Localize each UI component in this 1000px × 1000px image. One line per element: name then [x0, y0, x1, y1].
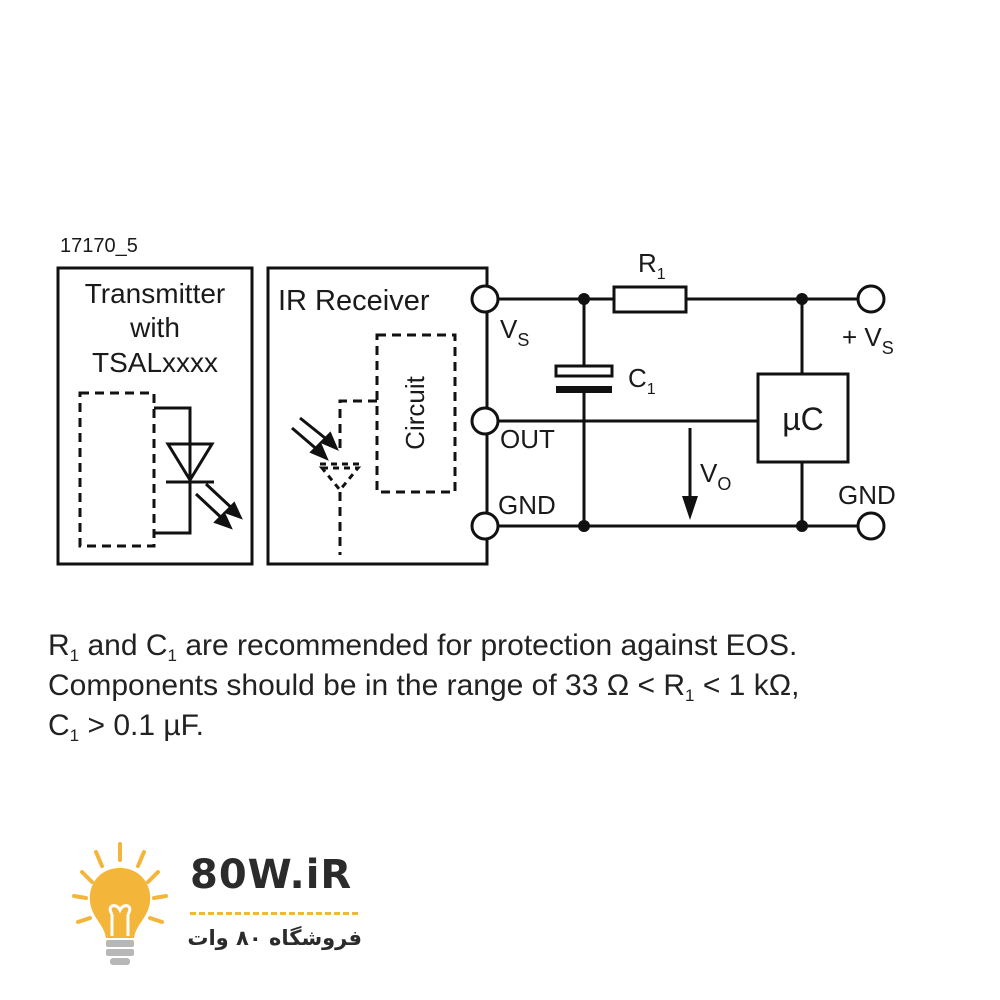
terminal-supply [856, 284, 886, 314]
junction-dots [578, 293, 808, 532]
capacitor-c1-plate-top [554, 364, 614, 378]
note-c1-min: C [48, 709, 70, 742]
pin-vs-label: VS [500, 314, 529, 350]
transmitter-label-line3: TSALxxxx [92, 347, 218, 378]
note-c1-sub: 1 [167, 646, 177, 665]
protection-note: R1 and C1 are recommended for protection… [48, 626, 978, 746]
lightbulb-icon [72, 842, 168, 965]
resistor-r1 [612, 285, 688, 314]
note-range-end: < 1 kΩ, [694, 669, 800, 702]
pin-gnd [470, 511, 500, 541]
receiver-title: IR Receiver [278, 285, 430, 317]
note-c1-min-value: > 0.1 µF. [79, 709, 204, 742]
receiver-circuit-box [375, 333, 457, 494]
capacitor-c1-plate-bottom [556, 386, 612, 393]
note-line-1: R1 and C1 are recommended for protection… [48, 626, 978, 666]
pin-out-label: OUT [500, 424, 555, 454]
microcontroller-label: µC [782, 401, 824, 437]
resistor-r1-label: R1 [638, 248, 666, 283]
pin-out [470, 406, 500, 436]
transmitter-label-line2: with [129, 312, 180, 343]
brand-tagline: فروشگاه ۸۰ وات [187, 926, 362, 950]
ir-led-icon [154, 406, 243, 535]
note-line-2: Components should be in the range of 33 … [48, 666, 978, 706]
figure-id: 17170_5 [60, 235, 138, 257]
note-c1: and C [79, 629, 168, 662]
transmitter-box [56, 266, 254, 566]
pin-gnd-label: GND [498, 490, 556, 520]
note-range-sub: 1 [685, 686, 695, 705]
note-range-text: Components should be in the range of 33 … [48, 669, 686, 702]
note-r1-sub: 1 [69, 646, 80, 665]
vo-label: VO [700, 458, 731, 494]
brand-divider [190, 912, 358, 915]
note-line-3: C1 > 0.1 µF. [48, 706, 978, 746]
note-c1-min-sub: 1 [69, 726, 80, 745]
receiver-circuit-label: Circuit [400, 375, 430, 449]
ground-label: GND [838, 480, 896, 510]
note-line1-rest: are recommended for protection against E… [177, 629, 798, 662]
circuit-schematic: 17170_5 Transmitter with TSALxxxx IR Rec… [56, 235, 896, 566]
capacitor-c1-label: C1 [628, 363, 656, 398]
vo-arrow-icon [682, 428, 698, 520]
photodiode-icon [291, 399, 377, 555]
terminal-ground [856, 511, 886, 541]
microcontroller-box [756, 372, 850, 464]
transmitter-label-line1: Transmitter [85, 278, 226, 309]
pin-vs [470, 284, 500, 314]
note-r1: R [48, 629, 70, 662]
transmitter-driver-box [78, 391, 156, 548]
brand-logo [72, 842, 168, 965]
brand-name: 80W.iR [190, 852, 353, 898]
supply-label: + VS [842, 322, 894, 358]
